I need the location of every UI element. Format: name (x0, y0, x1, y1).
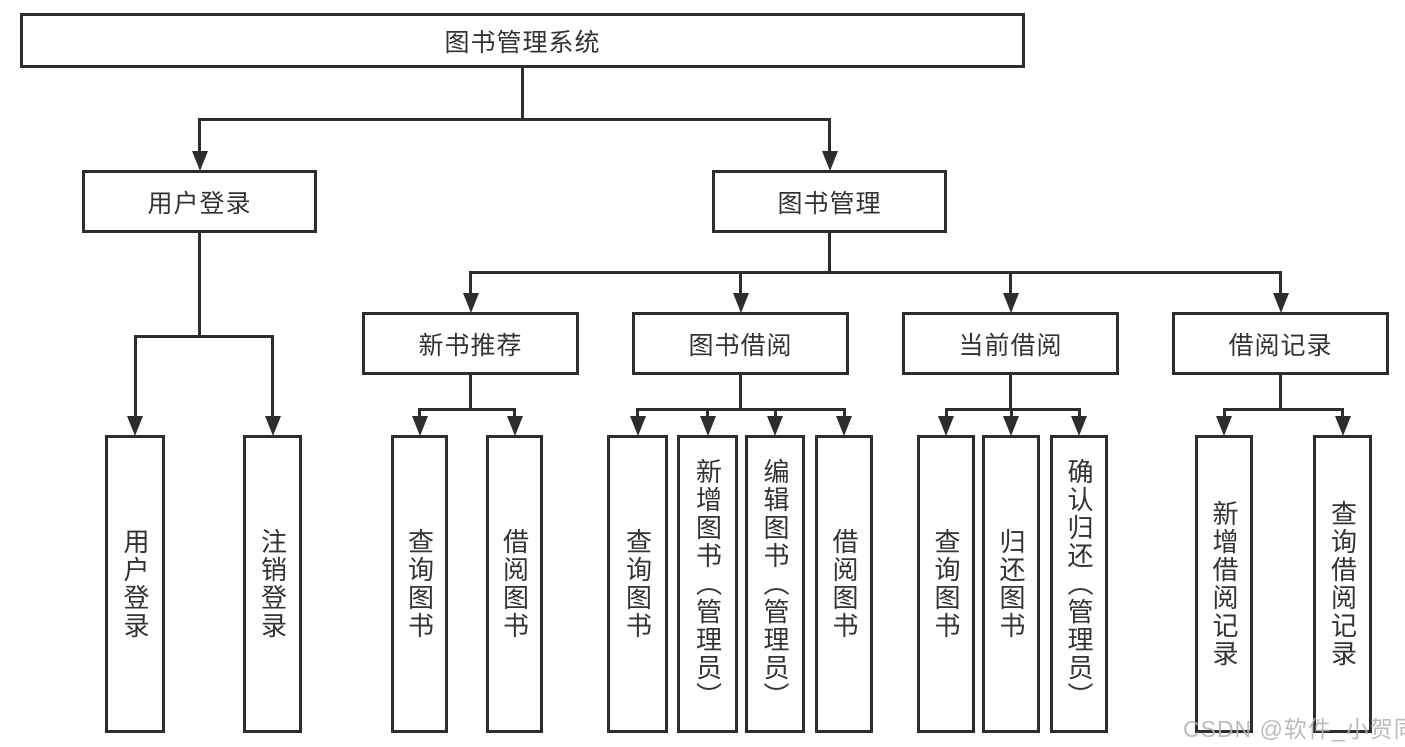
connector-line (133, 335, 137, 418)
node-label: 图书管理系统 (444, 28, 601, 57)
arrow-down-icon (127, 416, 143, 436)
node-label: 用户登录 (147, 189, 252, 218)
arrow-down-icon (836, 416, 852, 436)
connector-line (469, 271, 472, 295)
node-v-add-record: 新增借阅记录 (1195, 435, 1253, 733)
connector-line (1279, 374, 1282, 411)
node-v-confirm-return: 确认归还（管理员） (1050, 435, 1108, 733)
connector-line (1222, 408, 1344, 411)
arrow-down-icon (462, 293, 479, 313)
node-v-borrow-book-1: 借阅图书 (486, 435, 543, 733)
node-root: 图书管理系统 (20, 13, 1025, 68)
arrow-down-icon (191, 151, 208, 171)
connector-line (198, 118, 201, 153)
node-label: 新增借阅记录 (1209, 500, 1239, 668)
connector-line (944, 408, 1081, 411)
node-label: 图书管理 (777, 189, 882, 218)
arrow-down-icon (264, 416, 281, 436)
arrow-down-icon (1272, 293, 1289, 313)
connector-line (636, 408, 846, 411)
node-v-query-book-2: 查询图书 (607, 435, 668, 733)
node-label: 借阅记录 (1228, 331, 1333, 360)
connector-line (1222, 408, 1226, 418)
node-label: 查询借阅记录 (1327, 500, 1358, 668)
node-label: 查询图书 (404, 528, 435, 640)
node-v-edit-book: 编辑图书（管理员） (745, 435, 805, 733)
node-borrow-record: 借阅记录 (1172, 312, 1389, 375)
connector-line (1009, 271, 1012, 295)
connector-line (1009, 374, 1012, 411)
connector-line (773, 408, 777, 418)
connector-line (1009, 408, 1013, 418)
arrow-down-icon (506, 416, 523, 436)
node-v-user-login: 用户登录 (105, 435, 165, 733)
arrow-down-icon (699, 416, 716, 436)
node-v-query-book-3: 查询图书 (917, 435, 975, 733)
arrow-down-icon (1071, 416, 1087, 436)
arrow-down-icon (732, 293, 749, 313)
node-label: 借阅图书 (499, 528, 530, 640)
node-new-rec: 新书推荐 (362, 312, 579, 375)
node-label: 查询图书 (622, 528, 653, 640)
connector-line (828, 118, 831, 153)
arrow-down-icon (411, 416, 428, 436)
node-v-logout: 注销登录 (243, 435, 302, 733)
node-user-login: 用户登录 (82, 170, 317, 233)
node-v-return-book: 归还图书 (982, 435, 1040, 733)
connector-line (133, 335, 274, 338)
arrow-down-icon (1334, 416, 1351, 436)
node-label: 注销登录 (257, 528, 288, 640)
connector-line (469, 374, 472, 411)
node-label: 查询图书 (931, 528, 961, 640)
connector-line (842, 408, 846, 418)
connector-line (521, 67, 524, 121)
connector-line (828, 232, 831, 274)
node-label: 借阅图书 (829, 528, 859, 640)
connector-line (1279, 271, 1282, 295)
node-v-query-record: 查询借阅记录 (1313, 435, 1372, 733)
connector-line (469, 271, 1282, 274)
connector-line (198, 232, 201, 338)
connector-line (198, 118, 831, 121)
node-book-borrow: 图书借阅 (632, 312, 849, 375)
node-label: 用户登录 (120, 528, 150, 640)
node-label: 图书借阅 (688, 331, 793, 360)
node-label: 新书推荐 (418, 331, 523, 360)
node-label: 当前借阅 (958, 331, 1063, 360)
arrow-down-icon (1003, 416, 1019, 436)
node-v-add-book: 新增图书（管理员） (677, 435, 738, 733)
node-label: 编辑图书（管理员） (760, 458, 790, 710)
connector-line (1077, 408, 1081, 418)
connector-line (1341, 408, 1344, 418)
watermark-text: CSDN @软件_小贺同学 (1183, 716, 1405, 742)
connector-line (271, 335, 274, 418)
arrow-down-icon (938, 416, 954, 436)
arrow-down-icon (629, 416, 646, 436)
arrow-down-icon (1216, 416, 1232, 436)
node-book-mgmt: 图书管理 (712, 170, 947, 233)
arrow-down-icon (1002, 293, 1019, 313)
connector-line (739, 271, 742, 295)
node-label: 归还图书 (996, 528, 1026, 640)
arrow-down-icon (767, 416, 783, 436)
connector-line (739, 374, 742, 411)
node-label: 确认归还（管理员） (1064, 458, 1094, 710)
node-v-query-book-1: 查询图书 (391, 435, 448, 733)
connector-line (944, 408, 948, 418)
connector-line (636, 408, 639, 418)
node-label: 新增图书（管理员） (692, 458, 723, 710)
node-v-borrow-book-2: 借阅图书 (815, 435, 873, 733)
connector-line (418, 408, 516, 411)
connector-line (418, 408, 421, 418)
connector-line (513, 408, 516, 418)
connector-line (706, 408, 709, 418)
arrow-down-icon (821, 151, 838, 171)
node-current-borrow: 当前借阅 (902, 312, 1119, 375)
